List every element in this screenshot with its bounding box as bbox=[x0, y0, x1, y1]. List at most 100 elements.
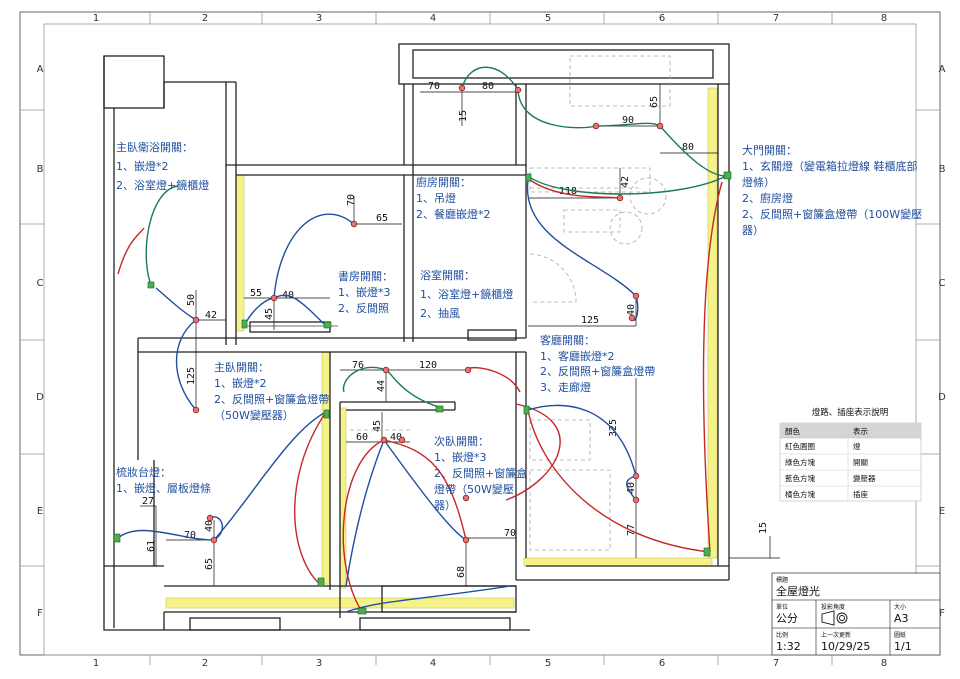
grid-col: 6 bbox=[659, 13, 665, 24]
legend-color: 綠色方塊 bbox=[785, 457, 815, 467]
svg-text:1、嵌燈、層板燈條: 1、嵌燈、層板燈條 bbox=[116, 481, 211, 495]
grid-col: 2 bbox=[202, 13, 208, 24]
dimension-label: 325 bbox=[608, 419, 619, 437]
grid-row: E bbox=[37, 506, 43, 517]
dimension-label: 65 bbox=[376, 213, 388, 224]
switch-note-second-bedroom: 次臥開關： 1、嵌燈*3 2、反間照+窗簾盒 燈帶（50W變壓 器） bbox=[434, 434, 527, 512]
svg-text:器）: 器） bbox=[742, 224, 764, 237]
svg-text:主臥衛浴開關：: 主臥衛浴開關： bbox=[116, 141, 193, 154]
svg-text:客廳開關：: 客廳開關： bbox=[540, 333, 595, 347]
grid-row: A bbox=[939, 64, 946, 75]
grid-rows-left: A B C D E F bbox=[36, 64, 44, 619]
grid-columns-top: 1 2 3 4 5 6 7 8 bbox=[93, 13, 887, 24]
grid-row: B bbox=[37, 164, 44, 175]
svg-text:1、嵌燈*3: 1、嵌燈*3 bbox=[434, 450, 487, 464]
dimension-label: 65 bbox=[204, 558, 215, 570]
legend-meaning: 插座 bbox=[853, 489, 868, 499]
size-label: 大小 bbox=[894, 603, 906, 611]
svg-text:大門開關：: 大門開關： bbox=[742, 143, 797, 157]
grid-row: C bbox=[939, 278, 946, 289]
size-value: A3 bbox=[894, 612, 909, 625]
svg-text:1、浴室燈+鏡櫃燈: 1、浴室燈+鏡櫃燈 bbox=[420, 287, 513, 301]
grid-col: 1 bbox=[93, 658, 99, 669]
grid-row: D bbox=[938, 392, 946, 403]
grid-col: 8 bbox=[881, 13, 887, 24]
grid-row: E bbox=[939, 506, 945, 517]
svg-text:1、玄關燈（變電箱拉燈線 鞋櫃底部: 1、玄關燈（變電箱拉燈線 鞋櫃底部 bbox=[742, 159, 918, 173]
dimension-label: 40 bbox=[626, 482, 637, 494]
walls bbox=[103, 43, 730, 631]
dimension-label: 40 bbox=[204, 520, 215, 532]
title-block: 標題 全屋燈光 單位 公分 投影角度 大小 A3 比例 1:32 上一次更新 1… bbox=[771, 572, 941, 656]
dimension-label: 125 bbox=[581, 315, 599, 326]
legend-meaning: 燈 bbox=[853, 441, 861, 451]
grid-col: 2 bbox=[202, 658, 208, 669]
dimension-label: 70 bbox=[346, 194, 357, 206]
grid-col: 5 bbox=[545, 13, 551, 24]
drawing-title: 全屋燈光 bbox=[776, 584, 820, 598]
svg-text:2、反間照+窗簾盒: 2、反間照+窗簾盒 bbox=[434, 466, 527, 480]
switch-points bbox=[113, 171, 732, 615]
title-label: 標題 bbox=[776, 576, 788, 584]
updated-value: 10/29/25 bbox=[821, 640, 870, 653]
switch-note-master-bath: 主臥衛浴開關： 1、嵌燈*2 2、浴室燈+鏡櫃燈 bbox=[116, 141, 209, 192]
legend-meaning: 開關 bbox=[853, 458, 868, 467]
switch-note-front-door: 大門開關： 1、玄關燈（變電箱拉燈線 鞋櫃底部 燈條） 2、廚房燈 2、反間照+… bbox=[742, 143, 922, 237]
dimension-label: 55 bbox=[250, 288, 262, 299]
grid-col: 8 bbox=[881, 658, 887, 669]
dimension-label: 40 bbox=[626, 304, 637, 316]
svg-text:（50W變壓器）: （50W變壓器） bbox=[214, 408, 294, 422]
grid-col: 1 bbox=[93, 13, 99, 24]
dimension-label: 42 bbox=[205, 310, 217, 321]
dimension-label: 70 bbox=[428, 81, 440, 92]
svg-text:2、餐廳嵌燈*2: 2、餐廳嵌燈*2 bbox=[416, 207, 491, 221]
legend-color: 橘色方塊 bbox=[785, 489, 815, 499]
grid-col: 3 bbox=[316, 13, 322, 24]
unit-value: 公分 bbox=[776, 612, 798, 625]
dimension-label: 65 bbox=[649, 96, 660, 108]
sheet-label: 圖紙 bbox=[894, 631, 906, 639]
svg-text:浴室開關：: 浴室開關： bbox=[420, 268, 475, 282]
dimension-label: 90 bbox=[622, 115, 634, 126]
dimension-label: 45 bbox=[372, 420, 383, 432]
green-wires bbox=[145, 66, 727, 409]
switch-note-living: 客廳開關： 1、客廳嵌燈*2 2、反間照+窗簾盒燈帶 3、走廊燈 bbox=[540, 333, 655, 394]
dimension-label: 27 bbox=[142, 496, 154, 507]
switch-note-master-bedroom: 主臥開關： 1、嵌燈*2 2、反間照+窗簾盒燈帶 （50W變壓器） bbox=[214, 361, 329, 422]
switch-note-vanity: 梳妝台燈： 1、嵌燈、層板燈條 bbox=[116, 465, 211, 495]
svg-text:2、反間照+窗簾盒燈帶: 2、反間照+窗簾盒燈帶 bbox=[540, 364, 655, 378]
sheet-value: 1/1 bbox=[894, 640, 912, 653]
dimension-label: 80 bbox=[482, 81, 494, 92]
svg-text:梳妝台燈：: 梳妝台燈： bbox=[116, 465, 171, 479]
legend-title: 燈路、插座表示說明 bbox=[812, 407, 889, 418]
svg-text:1、嵌燈*2: 1、嵌燈*2 bbox=[214, 376, 267, 390]
updated-label: 上一次更新 bbox=[821, 631, 851, 639]
grid-row: D bbox=[36, 392, 44, 403]
svg-text:1、吊燈: 1、吊燈 bbox=[416, 191, 456, 205]
grid-col: 4 bbox=[430, 13, 436, 24]
dimension-label: 61 bbox=[146, 540, 157, 552]
svg-text:廚房開關：: 廚房開關： bbox=[416, 175, 471, 189]
grid-row: B bbox=[939, 164, 946, 175]
dimension-label: 70 bbox=[504, 528, 516, 539]
svg-text:2、反間照+窗簾盒燈帶: 2、反間照+窗簾盒燈帶 bbox=[214, 392, 329, 406]
grid-row: F bbox=[37, 608, 43, 619]
svg-text:1、嵌燈*3: 1、嵌燈*3 bbox=[338, 285, 391, 299]
svg-text:燈帶（50W變壓: 燈帶（50W變壓 bbox=[434, 482, 514, 496]
dimension-label: 120 bbox=[419, 360, 437, 371]
blue-wires bbox=[117, 179, 639, 613]
dimension-label: 40 bbox=[390, 432, 402, 443]
switch-note-study: 書房開關： 1、嵌燈*3 2、反間照 bbox=[338, 269, 393, 315]
legend-meaning: 變壓器 bbox=[853, 473, 876, 483]
dimension-label: 80 bbox=[682, 142, 694, 153]
grid-row: F bbox=[939, 608, 945, 619]
legend-table: 燈路、插座表示說明 顏色 表示 紅色圓圈 燈 綠色方塊 開關 藍色方塊 變壓器 … bbox=[779, 407, 922, 502]
grid-rows-right: A B C D E F bbox=[938, 64, 946, 619]
legend-header: 表示 bbox=[853, 426, 868, 436]
grid-row: A bbox=[37, 64, 44, 75]
grid-col: 7 bbox=[773, 658, 779, 669]
dimension-label: 45 bbox=[264, 308, 275, 320]
dimension-label: 118 bbox=[559, 186, 577, 197]
grid-col: 3 bbox=[316, 658, 322, 669]
